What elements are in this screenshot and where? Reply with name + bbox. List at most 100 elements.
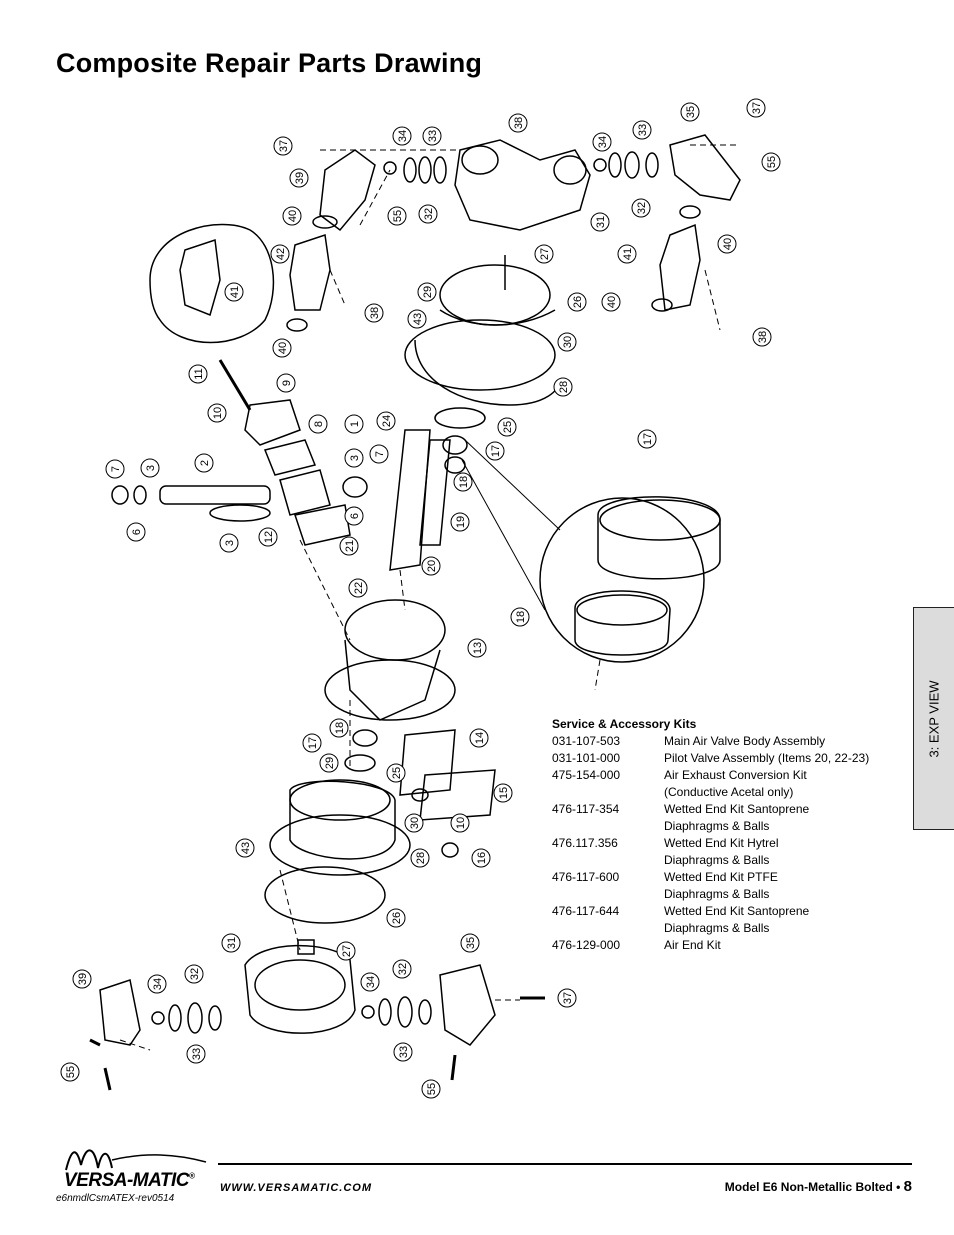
callout-41: 41	[617, 244, 637, 264]
callout-16: 16	[471, 848, 491, 868]
callout-33: 33	[632, 120, 652, 140]
callout-25: 25	[386, 763, 406, 783]
callout-32: 32	[184, 964, 204, 984]
callout-34: 34	[592, 132, 612, 152]
kit-part-number: 031-107-503	[552, 734, 621, 748]
callout-3: 3	[344, 448, 364, 468]
svg-text:25: 25	[391, 767, 403, 779]
callout-37: 37	[273, 136, 293, 156]
svg-text:32: 32	[397, 963, 409, 975]
svg-text:29: 29	[422, 286, 434, 298]
callout-11: 11	[188, 364, 208, 384]
svg-text:6: 6	[131, 529, 143, 535]
detail-circle-41	[149, 223, 275, 344]
svg-text:31: 31	[226, 937, 238, 949]
callout-33: 33	[186, 1044, 206, 1064]
svg-text:55: 55	[65, 1066, 77, 1078]
callout-32: 32	[418, 204, 438, 224]
svg-text:3: 3	[145, 465, 157, 471]
callout-1: 1	[344, 414, 364, 434]
callout-34: 34	[392, 126, 412, 146]
callout-30: 30	[557, 332, 577, 352]
svg-text:24: 24	[381, 415, 393, 427]
svg-text:3: 3	[224, 540, 236, 546]
callout-40: 40	[282, 206, 302, 226]
svg-text:14: 14	[474, 732, 486, 744]
outlet-elbow-left	[319, 149, 376, 232]
kit-part-number: 476-117-644	[552, 904, 620, 918]
callout-18: 18	[453, 472, 473, 492]
callout-27: 27	[336, 941, 356, 961]
svg-text:17: 17	[307, 737, 319, 749]
svg-text:33: 33	[398, 1046, 410, 1058]
callout-29: 29	[319, 753, 339, 773]
callout-6: 6	[344, 506, 364, 526]
svg-text:2: 2	[199, 460, 211, 466]
callout-34: 34	[147, 974, 167, 994]
svg-text:17: 17	[490, 445, 502, 457]
svg-text:39: 39	[294, 172, 306, 184]
svg-text:9: 9	[281, 380, 293, 386]
kit-description: Main Air Valve Body Assembly	[664, 734, 826, 748]
svg-text:35: 35	[685, 106, 697, 118]
callout-29: 29	[417, 282, 437, 302]
svg-text:34: 34	[152, 978, 164, 990]
svg-text:21: 21	[344, 540, 356, 552]
callout-35: 35	[460, 933, 480, 953]
svg-text:7: 7	[110, 466, 122, 472]
svg-text:16: 16	[476, 852, 488, 864]
manifold-port-right	[553, 155, 587, 185]
callout-12: 12	[258, 527, 278, 547]
svg-text:35: 35	[465, 937, 477, 949]
callout-55: 55	[387, 206, 407, 226]
callout-9: 9	[276, 373, 296, 393]
svg-text:55: 55	[426, 1083, 438, 1095]
svg-text:33: 33	[427, 130, 439, 142]
svg-text:28: 28	[415, 852, 427, 864]
svg-text:38: 38	[757, 331, 769, 343]
website-link[interactable]: WWW.VERSAMATIC.COM	[220, 1182, 373, 1194]
callout-38: 38	[364, 303, 384, 323]
callout-35: 35	[680, 102, 700, 122]
svg-text:30: 30	[562, 336, 574, 348]
callout-17: 17	[637, 429, 657, 449]
svg-text:27: 27	[341, 945, 353, 957]
svg-text:40: 40	[277, 342, 289, 354]
versa-matic-logo: VERSA-MATIC®	[56, 1140, 216, 1200]
svg-text:7: 7	[374, 451, 386, 457]
svg-text:1: 1	[349, 421, 361, 427]
svg-text:32: 32	[189, 968, 201, 980]
svg-text:29: 29	[324, 757, 336, 769]
callout-40: 40	[272, 338, 292, 358]
callout-27: 27	[534, 244, 554, 264]
callout-3: 3	[140, 458, 160, 478]
kit-row: 031-107-503 Main Air Valve Body Assembly	[552, 733, 882, 750]
svg-text:40: 40	[606, 296, 618, 308]
callout-10: 10	[450, 813, 470, 833]
svg-text:55: 55	[766, 156, 778, 168]
callout-3: 3	[219, 533, 239, 553]
section-tab[interactable]: 3: EXP VIEW	[913, 607, 954, 830]
callout-30: 30	[404, 813, 424, 833]
svg-text:33: 33	[191, 1048, 203, 1060]
svg-text:30: 30	[409, 817, 421, 829]
callout-8: 8	[308, 414, 328, 434]
svg-text:37: 37	[562, 992, 574, 1004]
kit-part-number: 476-129-000	[552, 938, 621, 952]
revision-code: e6nmdlCsmATEX-rev0514	[56, 1193, 175, 1204]
callout-20: 20	[421, 556, 441, 576]
callout-33: 33	[422, 126, 442, 146]
kit-part-number: 476-117-354	[552, 802, 620, 816]
svg-text:38: 38	[369, 307, 381, 319]
logo-wordmark: VERSA-MATIC®	[64, 1170, 195, 1191]
callout-32: 32	[631, 198, 651, 218]
callout-42: 42	[270, 244, 290, 264]
callout-43: 43	[407, 309, 427, 329]
callout-55: 55	[421, 1079, 441, 1099]
